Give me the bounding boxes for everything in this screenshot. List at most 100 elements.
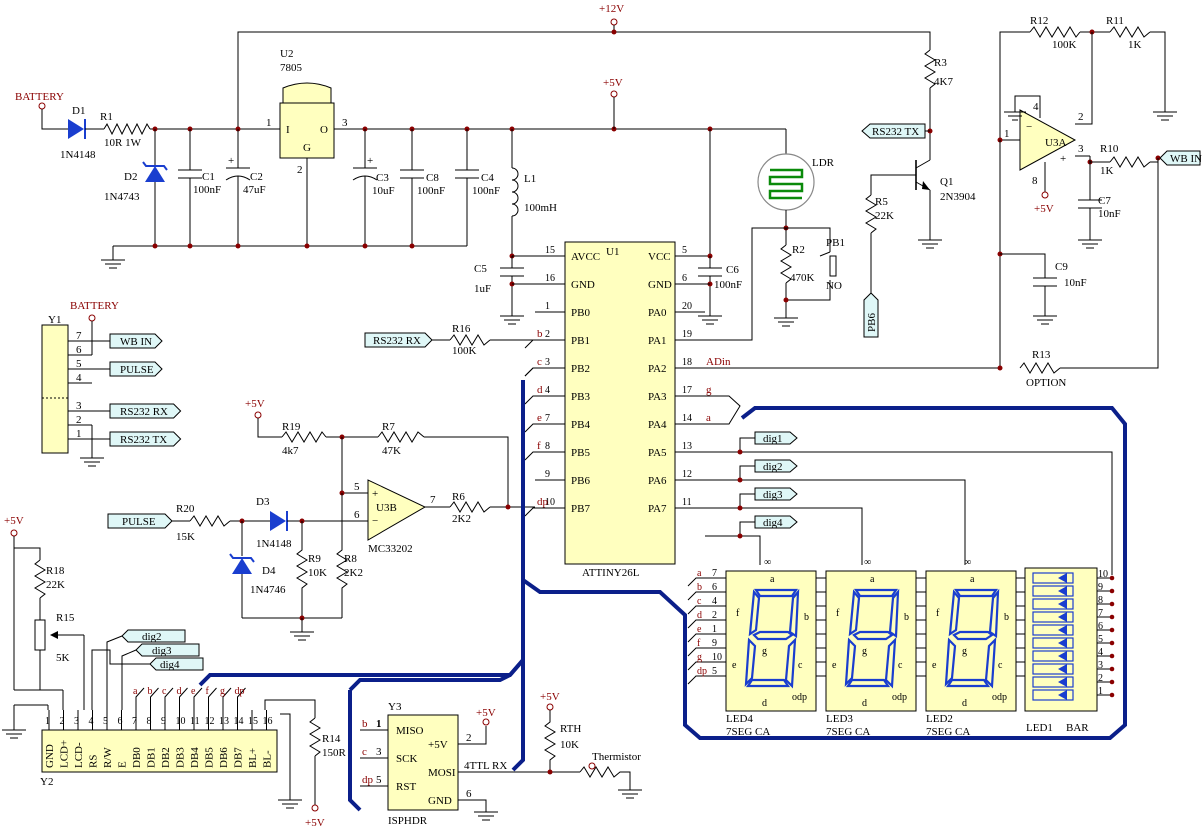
- dig-flag-label: dig4: [763, 517, 783, 529]
- u1-right-pin-name: PA1: [648, 335, 667, 347]
- r3-value: 4K7: [934, 76, 953, 88]
- bar-segment: [1032, 689, 1074, 701]
- seg-label-b: b: [904, 612, 909, 623]
- y2-pin-num: 10: [176, 716, 186, 727]
- y2-pin-name: BL-: [262, 750, 274, 768]
- seg-common-inf: ∞: [864, 557, 871, 568]
- y3-value: ISPHDR: [388, 815, 428, 827]
- bar-pin-dot: [1109, 666, 1115, 672]
- r9-ref: R9: [308, 553, 321, 565]
- u1-right-pin-num: 20: [682, 301, 692, 312]
- svg-text:−: −: [1026, 121, 1032, 133]
- dig-stub: [739, 465, 755, 480]
- r1-value: 10R 1W: [104, 137, 142, 149]
- u1-right-pin-num: 14: [682, 413, 692, 424]
- seg-value: 7SEG CA: [826, 726, 870, 738]
- bar-pin-num: 5: [1098, 634, 1103, 645]
- seg-label-f: f: [936, 608, 940, 619]
- y2-pin-num: 2: [60, 716, 65, 727]
- bar-pin-num: 7: [1098, 608, 1103, 619]
- u1-right-pin-name: PA0: [648, 307, 667, 319]
- seg-pin-num: 6: [712, 582, 717, 593]
- u1-left-pin-name: PB2: [571, 363, 590, 375]
- seg-common-inf: ∞: [964, 557, 971, 568]
- u3b-pin5: 5: [354, 481, 360, 493]
- y3-miso: MISO: [396, 725, 424, 737]
- y2-pin-num: 16: [263, 716, 273, 727]
- y3-n6: 6: [466, 788, 472, 800]
- r19-value: 4k7: [282, 445, 299, 457]
- dig-junction: [737, 533, 743, 539]
- y2-pin-name: DB1: [146, 747, 158, 768]
- u1-left-pin-name: PB5: [571, 447, 590, 459]
- u1-right-pin-name: PA3: [648, 391, 667, 403]
- d4-ref: D4: [262, 565, 276, 577]
- seg-pin-line: [687, 647, 726, 657]
- label-battery: BATTERY: [15, 91, 64, 103]
- seg-pin-line: [687, 675, 726, 685]
- y1-pin-num: 3: [76, 400, 82, 412]
- seg-pin-num: 5: [712, 666, 717, 677]
- bar-segment: [1032, 585, 1074, 597]
- seg-f: [748, 589, 761, 637]
- label-5v-top: +5V: [603, 77, 623, 89]
- c2-value: 47uF: [243, 184, 266, 196]
- bar-diode: [1058, 651, 1067, 661]
- y2-pin-num: 12: [205, 716, 215, 727]
- bus-tap-label: c: [537, 356, 542, 368]
- bar-pin-num: 10: [1098, 569, 1108, 580]
- seg-pin-num: 7: [712, 568, 717, 579]
- u1-left-pin-name: PB6: [571, 475, 590, 487]
- bar-segment: [1032, 624, 1074, 636]
- y2-pin-num: 15: [248, 716, 258, 727]
- r18-value: 22K: [46, 579, 65, 591]
- bar-diode: [1058, 573, 1067, 583]
- u1-right-pin-num: 19: [682, 329, 692, 340]
- seg-label-a: a: [870, 574, 875, 585]
- pb1-value: NO: [826, 280, 842, 292]
- y3-n2: 2: [466, 732, 472, 744]
- bar-pin-num: 9: [1098, 582, 1103, 593]
- bar-diode: [1058, 612, 1067, 622]
- svg-text:+: +: [228, 155, 234, 167]
- ldr-ref: LDR: [812, 157, 835, 169]
- led1-ref: LED1: [1026, 722, 1053, 734]
- seg-pin-num: 2: [712, 610, 717, 621]
- r13-value: OPTION: [1026, 377, 1066, 389]
- seg-pin-line: [687, 619, 726, 629]
- rs232-rx-flag: [364, 332, 433, 348]
- y2-tap-label: e: [191, 686, 196, 697]
- y1-net-flag: [109, 361, 163, 377]
- u2-pin-g: G: [303, 142, 311, 154]
- r20-ref: R20: [176, 503, 195, 515]
- pb6-flag: [863, 292, 879, 338]
- y2-pin-num: 9: [161, 716, 166, 727]
- r19-ref: R19: [282, 421, 301, 433]
- seg-common-inf: ∞: [764, 557, 771, 568]
- c7-ref: C7: [1098, 195, 1111, 207]
- y2-pin-num: 7: [132, 716, 137, 727]
- wb-in-flag: [1159, 150, 1201, 166]
- q1-value: 2N3904: [940, 191, 976, 203]
- r9-value: 10K: [308, 567, 327, 579]
- r15-ref: R15: [56, 612, 75, 624]
- r14-ref: R14: [322, 733, 341, 745]
- u1-left-pin-name: GND: [571, 279, 595, 291]
- q1-ref: Q1: [940, 176, 953, 188]
- bar-pin-dot: [1109, 653, 1115, 659]
- seg-pin-name: e: [697, 624, 702, 635]
- y2-tap-label: d: [177, 686, 182, 697]
- u1-ref: U1: [606, 246, 619, 258]
- seg-a: [853, 588, 899, 598]
- net-a: a: [706, 412, 711, 424]
- y2-tap-line: [164, 687, 174, 710]
- u1-left-pin-num: 4: [545, 385, 550, 396]
- u3a-ref: U3A: [1045, 137, 1066, 149]
- y2-tap-label: dp: [235, 686, 245, 697]
- seg-label-d: d: [962, 698, 967, 709]
- u1-left-pin-name: PB3: [571, 391, 590, 403]
